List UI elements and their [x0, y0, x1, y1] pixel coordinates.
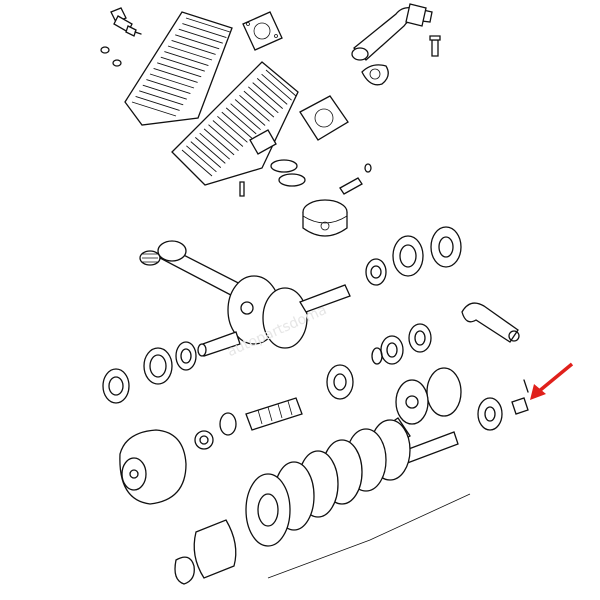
piston-rings [270, 159, 306, 187]
clutch-bell [119, 429, 187, 505]
crankshaft-assembly [157, 240, 351, 357]
head-gasket [242, 11, 283, 51]
highlight-arrow-icon [530, 362, 574, 400]
cylinder-head-nuts [100, 46, 122, 67]
crankshaft-bearing-right [365, 235, 424, 286]
cylinder-head [124, 11, 233, 126]
exhaust-pipe-elbow [351, 3, 433, 61]
splined-shaft [245, 397, 303, 431]
spark-plug [110, 7, 142, 37]
piston-pin [339, 163, 372, 195]
circlip [174, 556, 195, 585]
oil-seal-left [102, 368, 130, 404]
highlighted-bushing [511, 379, 529, 415]
group-bracket-line [267, 493, 471, 579]
gear-cluster [395, 367, 462, 425]
exhaust-stud [429, 35, 441, 57]
piston [302, 199, 348, 237]
kickstart-lever [461, 302, 520, 343]
cylinder-block [171, 61, 299, 186]
clutch-basket-gear [193, 519, 237, 579]
drive-gear-top [430, 226, 462, 268]
exhaust-gasket [361, 64, 389, 86]
cylinder-base-gasket [299, 95, 349, 141]
star-washer [194, 430, 214, 450]
small-end-bearing [139, 250, 161, 266]
thrust-washers [371, 323, 432, 365]
crankshaft-bearing-left [143, 341, 197, 385]
idler-gear [477, 397, 503, 431]
clutch-plate-stack [245, 419, 411, 547]
gearbox-bearing [326, 364, 354, 400]
needle-bearing [219, 412, 237, 436]
cylinder-stud [239, 181, 245, 197]
